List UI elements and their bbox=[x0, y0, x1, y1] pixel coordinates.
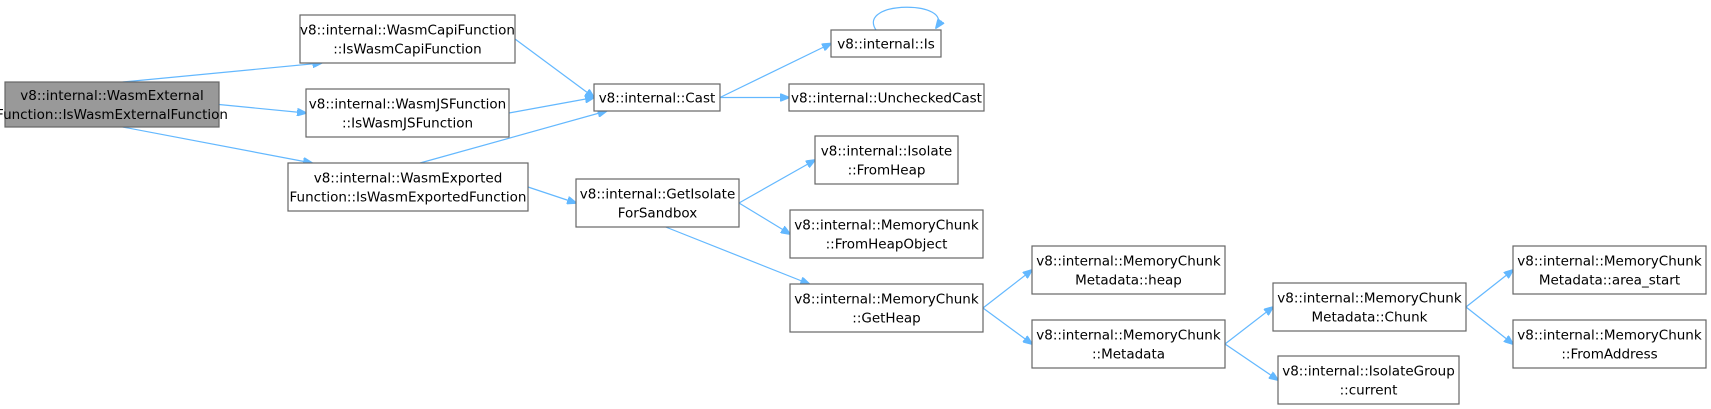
node-label-line: Metadata::area_start bbox=[1539, 272, 1680, 288]
node-box bbox=[1031, 245, 1226, 295]
node-label-line: v8::internal::MemoryChunk bbox=[1517, 327, 1702, 343]
edge-root-to-exported bbox=[122, 126, 312, 163]
node-label-line: ::IsWasmJSFunction bbox=[342, 115, 473, 131]
node-label-line: v8::internal::WasmCapiFunction bbox=[300, 22, 515, 38]
node-label-line: v8::internal::MemoryChunk bbox=[1517, 253, 1702, 269]
node-box bbox=[1512, 319, 1707, 369]
node-box bbox=[4, 81, 220, 128]
node-box bbox=[814, 135, 959, 185]
edge-metadata-to-isogroup bbox=[1224, 343, 1278, 380]
edge-getisolate-to-fromheapobj bbox=[738, 202, 790, 234]
node-box bbox=[788, 83, 985, 112]
node-label-line: v8::internal::MemoryChunk bbox=[1036, 327, 1221, 343]
node-label-line: ::GetHeap bbox=[852, 310, 920, 326]
node-fromheapobj[interactable]: v8::internal::MemoryChunk::FromHeapObjec… bbox=[789, 209, 984, 259]
node-box bbox=[575, 178, 740, 228]
node-label-line: ::current bbox=[1340, 382, 1398, 398]
node-label-line: v8::internal::GetIsolate bbox=[580, 186, 736, 202]
node-label-line: v8::internal::MemoryChunk bbox=[794, 217, 979, 233]
node-box bbox=[1277, 355, 1460, 405]
edge-getisolate-to-isofromheap bbox=[738, 160, 815, 204]
node-unchecked[interactable]: v8::internal::UncheckedCast bbox=[788, 83, 985, 112]
node-box bbox=[287, 162, 529, 212]
node-label-line: v8::internal::WasmJSFunction bbox=[309, 96, 506, 112]
node-box bbox=[593, 83, 721, 112]
node-label-line: v8::internal::WasmExported bbox=[314, 170, 503, 186]
node-label-line: v8::internal::Is bbox=[837, 36, 935, 52]
node-areastart[interactable]: v8::internal::MemoryChunkMetadata::area_… bbox=[1512, 245, 1707, 295]
edge-cast-to-is bbox=[719, 44, 831, 99]
edge-mdchunk-to-areastart bbox=[1465, 270, 1513, 308]
node-isogroup[interactable]: v8::internal::IsolateGroup::current bbox=[1277, 355, 1460, 405]
node-label-line: Function::IsWasmExternalFunction bbox=[0, 107, 228, 123]
node-label-line: v8::internal::IsolateGroup bbox=[1282, 363, 1455, 379]
node-label-line: ::FromHeap bbox=[848, 162, 926, 178]
edge-is-to-is bbox=[872, 6, 938, 31]
node-label-line: ::Metadata bbox=[1092, 346, 1165, 362]
node-box bbox=[305, 88, 510, 138]
node-box bbox=[789, 283, 984, 333]
node-label-line: v8::internal::Cast bbox=[599, 90, 716, 106]
node-isofromheap[interactable]: v8::internal::Isolate::FromHeap bbox=[814, 135, 959, 185]
edge-root-to-capi bbox=[122, 63, 322, 83]
node-label-line: v8::internal::MemoryChunk bbox=[794, 291, 979, 307]
edge-capi-to-cast bbox=[514, 38, 594, 98]
node-label-line: ForSandbox bbox=[618, 205, 697, 221]
edge-exported-to-cast bbox=[419, 111, 607, 164]
node-label-line: ::FromAddress bbox=[1561, 346, 1657, 362]
node-label-line: v8::internal::WasmExternal bbox=[20, 88, 204, 104]
node-label-line: v8::internal::Isolate bbox=[821, 143, 952, 159]
edge-getheap-to-metadata bbox=[982, 307, 1032, 344]
node-jsf[interactable]: v8::internal::WasmJSFunction::IsWasmJSFu… bbox=[305, 88, 510, 138]
node-box bbox=[1512, 245, 1707, 295]
edge-getheap-to-mdheap bbox=[982, 270, 1032, 309]
node-fromaddr[interactable]: v8::internal::MemoryChunk::FromAddress bbox=[1512, 319, 1707, 369]
node-box bbox=[299, 14, 516, 64]
node-label-line: Metadata::Chunk bbox=[1312, 309, 1428, 325]
node-label-line: ::IsWasmCapiFunction bbox=[333, 41, 482, 57]
node-label-line: ::FromHeapObject bbox=[826, 236, 948, 252]
node-getheap[interactable]: v8::internal::MemoryChunk::GetHeap bbox=[789, 283, 984, 333]
node-label-line: Metadata::heap bbox=[1075, 272, 1182, 288]
edge-metadata-to-mdchunk bbox=[1224, 307, 1273, 345]
node-label-line: v8::internal::MemoryChunk bbox=[1277, 290, 1462, 306]
node-box bbox=[1272, 282, 1467, 332]
edges-layer bbox=[122, 6, 1513, 380]
node-is[interactable]: v8::internal::Is bbox=[830, 29, 942, 58]
edge-exported-to-getisolate bbox=[527, 186, 576, 203]
node-box bbox=[789, 209, 984, 259]
edge-mdchunk-to-fromaddr bbox=[1465, 306, 1513, 344]
node-label-line: v8::internal::MemoryChunk bbox=[1036, 253, 1221, 269]
node-exported[interactable]: v8::internal::WasmExportedFunction::IsWa… bbox=[287, 162, 529, 212]
node-label-line: Function::IsWasmExportedFunction bbox=[290, 189, 527, 205]
node-label-line: v8::internal::UncheckedCast bbox=[791, 90, 982, 106]
node-box bbox=[1031, 319, 1226, 369]
edge-jsf-to-cast bbox=[508, 98, 594, 114]
node-cast[interactable]: v8::internal::Cast bbox=[593, 83, 721, 112]
node-box bbox=[830, 29, 942, 58]
nodes-layer: v8::internal::WasmExternalFunction::IsWa… bbox=[0, 14, 1707, 405]
node-root[interactable]: v8::internal::WasmExternalFunction::IsWa… bbox=[0, 81, 228, 128]
edge-getisolate-to-getheap bbox=[665, 226, 810, 284]
node-capi[interactable]: v8::internal::WasmCapiFunction::IsWasmCa… bbox=[299, 14, 516, 64]
edge-root-to-jsf bbox=[218, 103, 306, 114]
node-metadata[interactable]: v8::internal::MemoryChunk::Metadata bbox=[1031, 319, 1226, 369]
